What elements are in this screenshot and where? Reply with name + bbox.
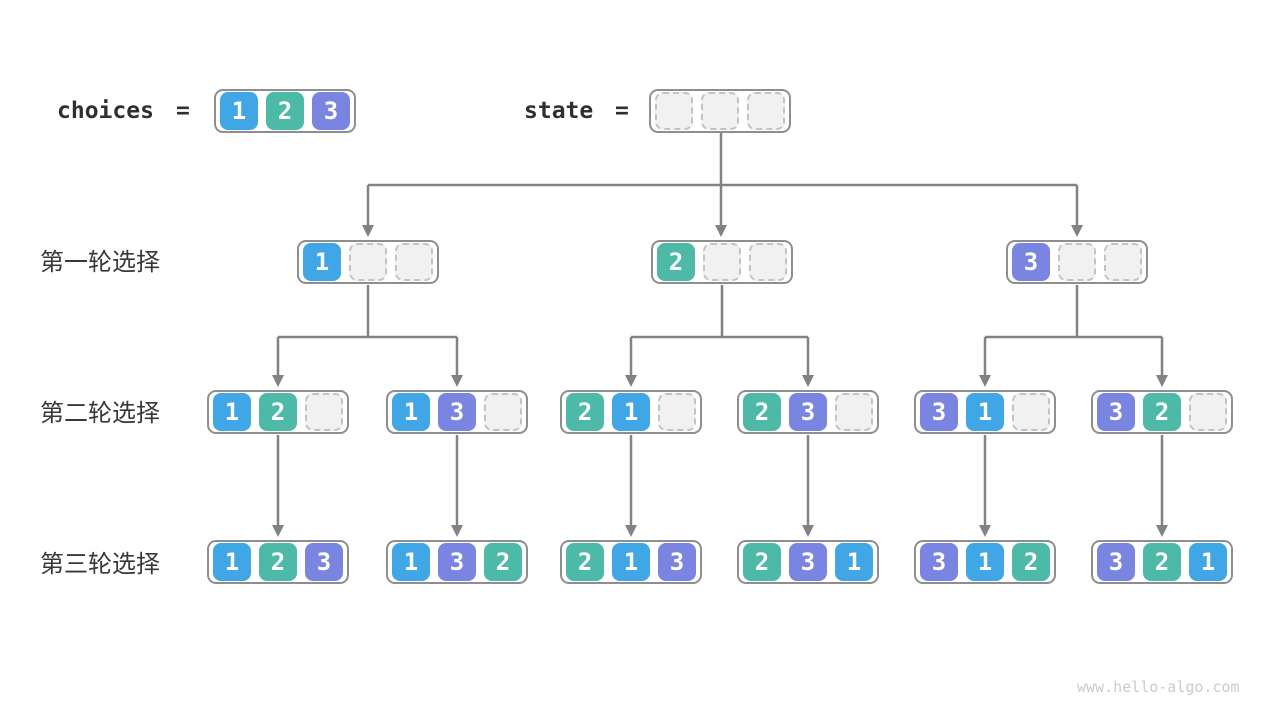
choice-slot-3: 3 <box>305 543 343 581</box>
choice-slot-2: 2 <box>266 92 304 130</box>
choice-slot-1: 1 <box>213 393 251 431</box>
choice-slot-2: 2 <box>259 543 297 581</box>
choice-slot-3: 3 <box>920 543 958 581</box>
state-box-r1-2: 2 <box>651 240 793 284</box>
empty-slot <box>395 243 433 281</box>
empty-slot <box>701 92 739 130</box>
state-equals-sign: = <box>615 98 629 124</box>
round-3-label: 第三轮选择 <box>40 550 160 578</box>
choice-slot-3: 3 <box>658 543 696 581</box>
empty-slot <box>1012 393 1050 431</box>
empty-slot <box>747 92 785 130</box>
choice-slot-1: 1 <box>835 543 873 581</box>
empty-slot <box>1104 243 1142 281</box>
empty-slot <box>1189 393 1227 431</box>
choice-slot-3: 3 <box>438 543 476 581</box>
choice-slot-2: 2 <box>566 543 604 581</box>
empty-slot <box>349 243 387 281</box>
empty-slot <box>655 92 693 130</box>
state-box-r1-1: 1 <box>297 240 439 284</box>
choice-slot-2: 2 <box>566 393 604 431</box>
choices-label: choices <box>57 98 154 124</box>
choice-slot-1: 1 <box>612 393 650 431</box>
choice-slot-1: 1 <box>220 92 258 130</box>
choice-slot-1: 1 <box>612 543 650 581</box>
empty-slot <box>835 393 873 431</box>
choice-slot-1: 1 <box>392 393 430 431</box>
choice-slot-3: 3 <box>789 543 827 581</box>
choice-slot-2: 2 <box>743 543 781 581</box>
choice-slot-3: 3 <box>312 92 350 130</box>
empty-slot <box>484 393 522 431</box>
empty-slot <box>1058 243 1096 281</box>
choice-slot-2: 2 <box>484 543 522 581</box>
choice-slot-2: 2 <box>743 393 781 431</box>
choice-slot-1: 1 <box>966 543 1004 581</box>
choice-slot-3: 3 <box>1012 243 1050 281</box>
empty-slot <box>703 243 741 281</box>
state-box-root <box>649 89 791 133</box>
choice-slot-1: 1 <box>392 543 430 581</box>
choice-slot-1: 1 <box>966 393 1004 431</box>
choices-equals-sign: = <box>176 98 190 124</box>
choice-slot-1: 1 <box>303 243 341 281</box>
choice-slot-3: 3 <box>1097 543 1135 581</box>
choice-slot-3: 3 <box>1097 393 1135 431</box>
state-box-r1-3: 3 <box>1006 240 1148 284</box>
choice-slot-1: 1 <box>213 543 251 581</box>
choice-slot-2: 2 <box>1012 543 1050 581</box>
choice-slot-2: 2 <box>657 243 695 281</box>
empty-slot <box>749 243 787 281</box>
round-1-label: 第一轮选择 <box>40 248 160 276</box>
choice-slot-2: 2 <box>259 393 297 431</box>
state-label: state <box>524 98 594 124</box>
choice-slot-2: 2 <box>1143 393 1181 431</box>
watermark: www.hello-algo.com <box>1077 678 1240 696</box>
choice-slot-3: 3 <box>438 393 476 431</box>
round-2-label: 第二轮选择 <box>40 399 160 427</box>
choice-slot-3: 3 <box>789 393 827 431</box>
empty-slot <box>658 393 696 431</box>
choice-slot-2: 2 <box>1143 543 1181 581</box>
empty-slot <box>305 393 343 431</box>
choice-slot-3: 3 <box>920 393 958 431</box>
choice-slot-1: 1 <box>1189 543 1227 581</box>
